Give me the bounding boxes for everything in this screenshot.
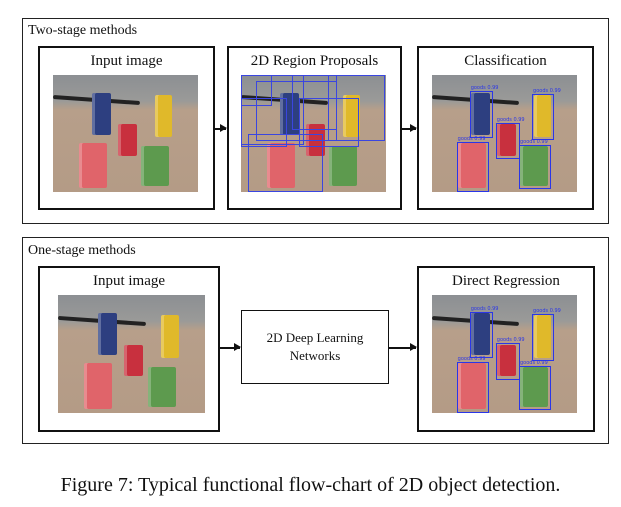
carton [147,366,176,408]
deep-learning-network-box: 2D Deep Learning Networks [241,310,389,384]
region-proposal-box [291,75,338,130]
carton [97,312,117,356]
arrow [400,125,417,131]
detection-label: goods 0.99 [496,337,525,344]
detection-box: goods 0.99 [519,360,552,411]
detection-label: goods 0.99 [496,116,525,123]
detection-label: goods 0.99 [520,139,548,146]
panel-title: 2D Region Proposals [250,53,379,69]
carton [458,142,486,189]
detection-label: goods 0.99 [470,305,499,312]
carton [533,315,551,358]
detection-box: goods 0.99 [495,337,525,380]
detection-box: goods 0.99 [456,136,490,192]
detection-box: goods 0.99 [532,308,561,361]
carton [160,315,179,358]
panel-title: Classification [464,53,547,69]
carton [92,92,111,135]
arrow [388,344,417,350]
detection-box: goods 0.99 [456,356,490,413]
figure-caption: Figure 7: Typical functional flow-chart … [60,474,561,496]
carton [533,94,551,137]
carton [520,146,548,187]
panel-title: Input image [90,53,163,69]
detection-label: goods 0.99 [533,307,561,314]
detection-box: goods 0.99 [469,306,498,359]
detection-box: goods 0.99 [495,117,525,159]
two-stage-title: Two-stage methods [28,23,138,38]
two-stage-group: Two-stage methods [22,18,609,224]
detection-box: goods 0.99 [532,88,561,141]
classification-image: goods 0.99 goods 0.99 goods 0.99 goods 0.99… [432,75,577,192]
carton [497,344,517,377]
carton [342,94,360,137]
one-stage-group: One-stage methods [22,237,609,444]
carton [471,92,490,135]
carton [79,142,107,189]
carton [280,92,299,135]
network-label-line2: Networks [289,348,341,363]
region-proposal-box [248,133,323,192]
carton [118,124,138,156]
carton [84,363,113,410]
carton [141,146,169,187]
one-stage-title: One-stage methods [28,243,136,258]
carton [306,124,326,156]
detection-box: goods 0.99 [519,139,552,190]
direct-regression-image: goods 0.99 goods 0.99 goods 0.99 goods 0.99… [432,295,577,413]
carton [124,344,144,377]
carton [520,366,548,408]
detection-label: goods 0.99 [520,359,548,366]
arrow [213,125,227,131]
network-label-line1: 2D Deep Learning [266,330,364,345]
region-proposals-image [241,75,386,192]
detection-box: goods 0.99 [469,85,498,138]
carton [471,312,490,356]
carton [267,142,295,189]
input-image [58,295,205,413]
panel-title: Input image [92,273,166,289]
region-proposal-box [328,75,386,142]
input-image [53,75,198,192]
carton [329,146,357,187]
detection-label: goods 0.99 [457,356,486,363]
region-proposal-box [241,98,287,148]
arrow [218,344,241,350]
detection-label: goods 0.99 [533,87,561,94]
carton [458,363,486,410]
detection-label: goods 0.99 [470,85,499,92]
panel-title: Direct Regression [452,273,560,289]
detection-label: goods 0.99 [457,135,486,142]
carton [497,124,517,156]
carton [154,94,172,137]
